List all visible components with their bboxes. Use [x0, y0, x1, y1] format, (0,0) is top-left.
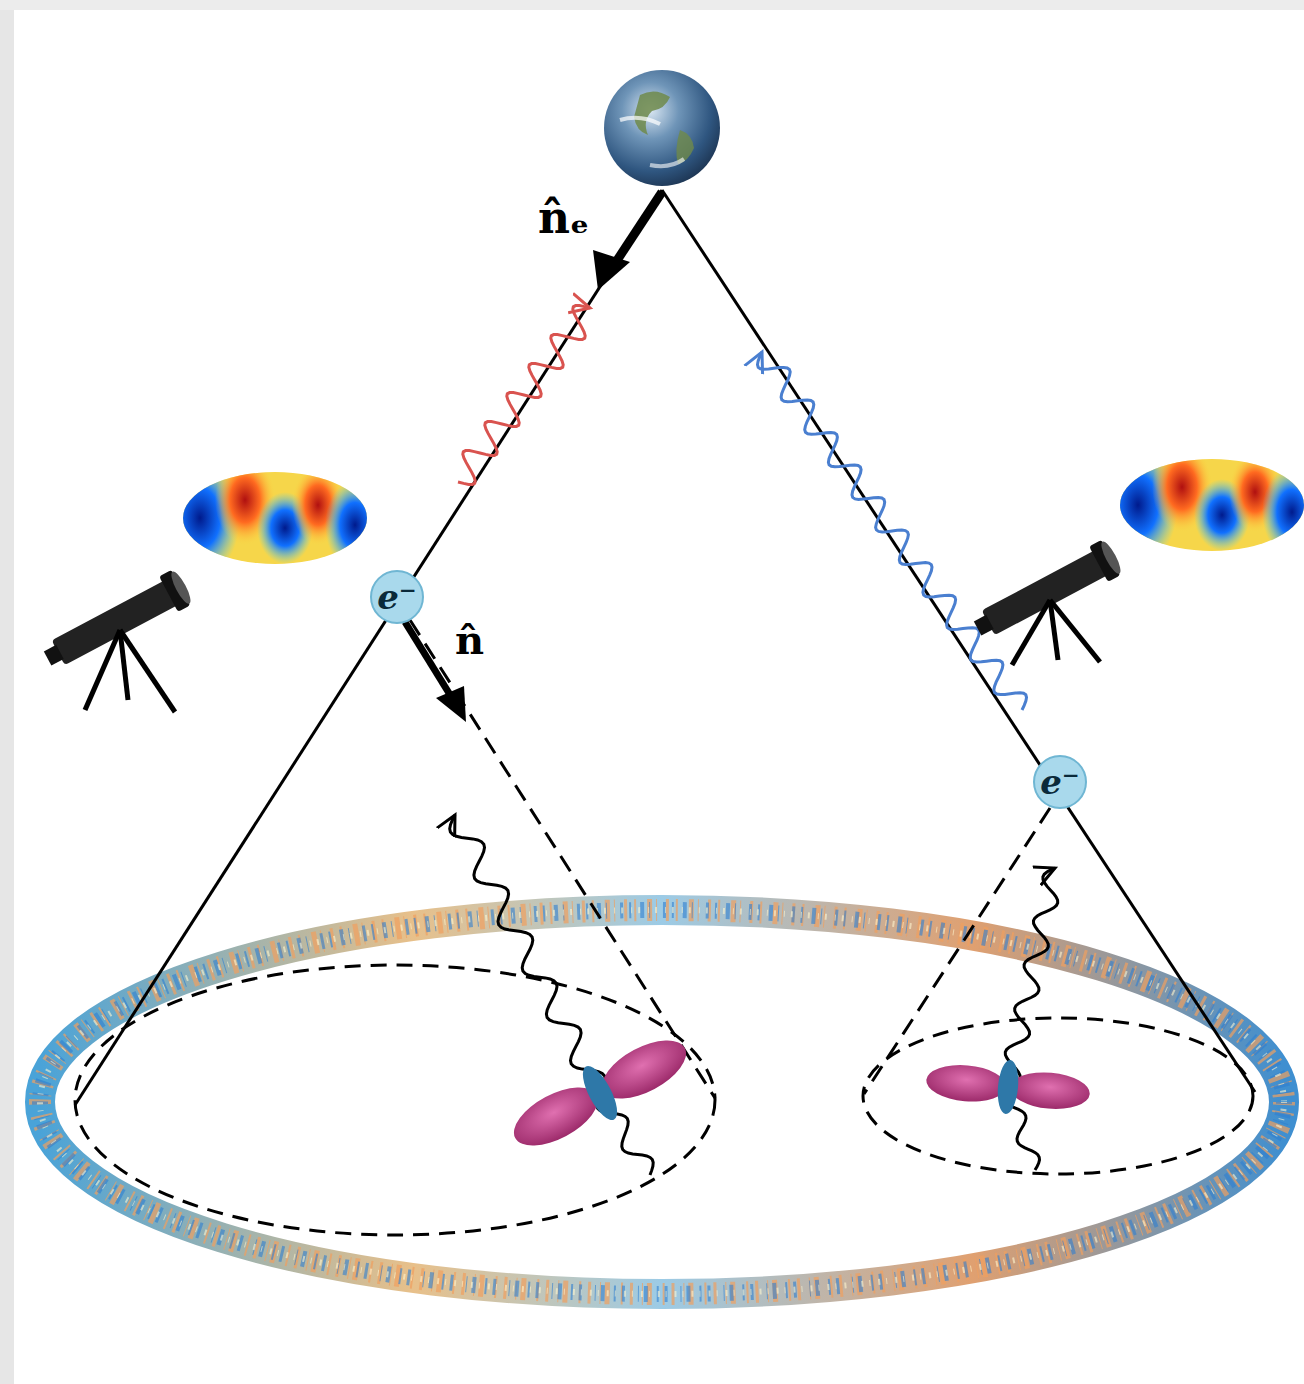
- vector-label: n̂ₑ: [538, 196, 590, 240]
- electron-circle: e⁻: [370, 570, 424, 624]
- electron-label: e⁻: [1040, 765, 1080, 799]
- electron-label: e⁻: [377, 580, 417, 614]
- vector-label: n̂: [455, 620, 484, 660]
- electron-circle: e⁻: [1033, 755, 1087, 809]
